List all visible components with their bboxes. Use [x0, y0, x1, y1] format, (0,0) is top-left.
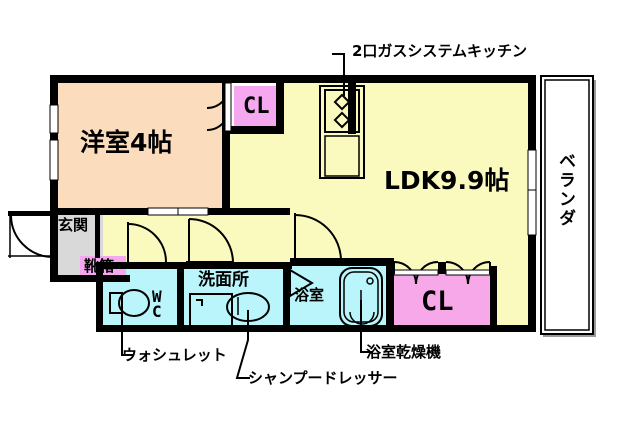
entrance-door: [8, 211, 53, 258]
kitchen-unit: [319, 85, 365, 179]
callout-washlet: ウォシュレット: [122, 346, 227, 364]
door-arc-washroom: [188, 218, 234, 264]
closet-label-shoe-box: 靴箱: [84, 257, 115, 275]
door-swings: [127, 82, 342, 264]
room-label-bath: 浴室: [294, 286, 325, 304]
closet-fill-ldk-cl: [391, 274, 494, 330]
window-ldk-veranda-2: [527, 189, 537, 236]
room-fill-bedroom: [57, 82, 222, 208]
wall-washroom-right: [283, 262, 290, 330]
wall-cl-ldk-right: [490, 266, 497, 330]
windows: [49, 104, 537, 236]
callout-bath-dryer: 浴室乾燥機: [366, 343, 442, 361]
window-bedroom-left-1: [49, 104, 59, 134]
room-fill-veranda: [545, 80, 590, 330]
room-label-veranda: ベランダ: [555, 152, 575, 228]
bath-entry-door: [289, 268, 314, 298]
wc-letter-c: C: [152, 302, 162, 322]
gas-burner-1: [333, 93, 351, 111]
callout-leaders: [121, 53, 373, 379]
door-arc-genkan-inner: [127, 223, 167, 263]
room-label-bedroom: 洋室4帖: [80, 128, 173, 157]
wall-kitchen-partition: [348, 79, 356, 134]
wall-genkan-bottom: [50, 275, 130, 282]
leader-bathdryer: [360, 300, 373, 353]
leader-dresser: [235, 310, 250, 379]
wall-bath-right: [386, 262, 394, 330]
wall-wet-top: [290, 258, 394, 266]
callout-shampoo-dresser: シャンプードレッサー: [248, 369, 398, 387]
closet-label-ldk-cl: CL: [421, 286, 454, 317]
gas-burner-2: [333, 111, 351, 129]
room-label-washroom: 洗面所: [198, 270, 249, 290]
wall-genkan-right: [95, 208, 100, 258]
washroom-fixtures: [189, 292, 270, 329]
wc-letter-w: W: [152, 287, 162, 306]
callout-kitchen: 2口ガスシステムキッチン: [352, 42, 527, 60]
door-arc-ldk: [294, 214, 342, 262]
room-label-ldk: LDK9.9帖: [384, 166, 510, 195]
wall-top: [50, 75, 536, 83]
leader-kitchen: [332, 53, 345, 96]
wall-cl-bedroom-bottom: [229, 126, 284, 134]
wall-toilet-right: [177, 262, 184, 330]
wall-toilet-bottom: [96, 325, 396, 332]
toilet-fixture: [109, 289, 150, 317]
fixture-label-wc: W C: [152, 287, 162, 322]
wall-cl-bedroom-right: [276, 79, 284, 134]
wall-toilet-left: [96, 262, 103, 332]
room-label-genkan: 玄関: [58, 216, 89, 234]
leader-washlet: [121, 312, 134, 356]
window-ldk-veranda-1: [527, 149, 537, 191]
closet-doors-ldk: [393, 261, 491, 285]
room-fill-bath: [289, 266, 386, 330]
window-bedroom-left-2: [49, 139, 59, 181]
veranda-outline: [540, 75, 596, 337]
wall-corridor-bottom: [96, 262, 292, 269]
wall-cl-door-divider: [438, 262, 446, 274]
closet-label-bedroom-cl: CL: [243, 94, 270, 119]
wall-left-genkan: [50, 208, 58, 282]
closet-fill-bedroom-cl: [234, 86, 282, 130]
wall-bedroom-right-lower: [222, 130, 230, 215]
